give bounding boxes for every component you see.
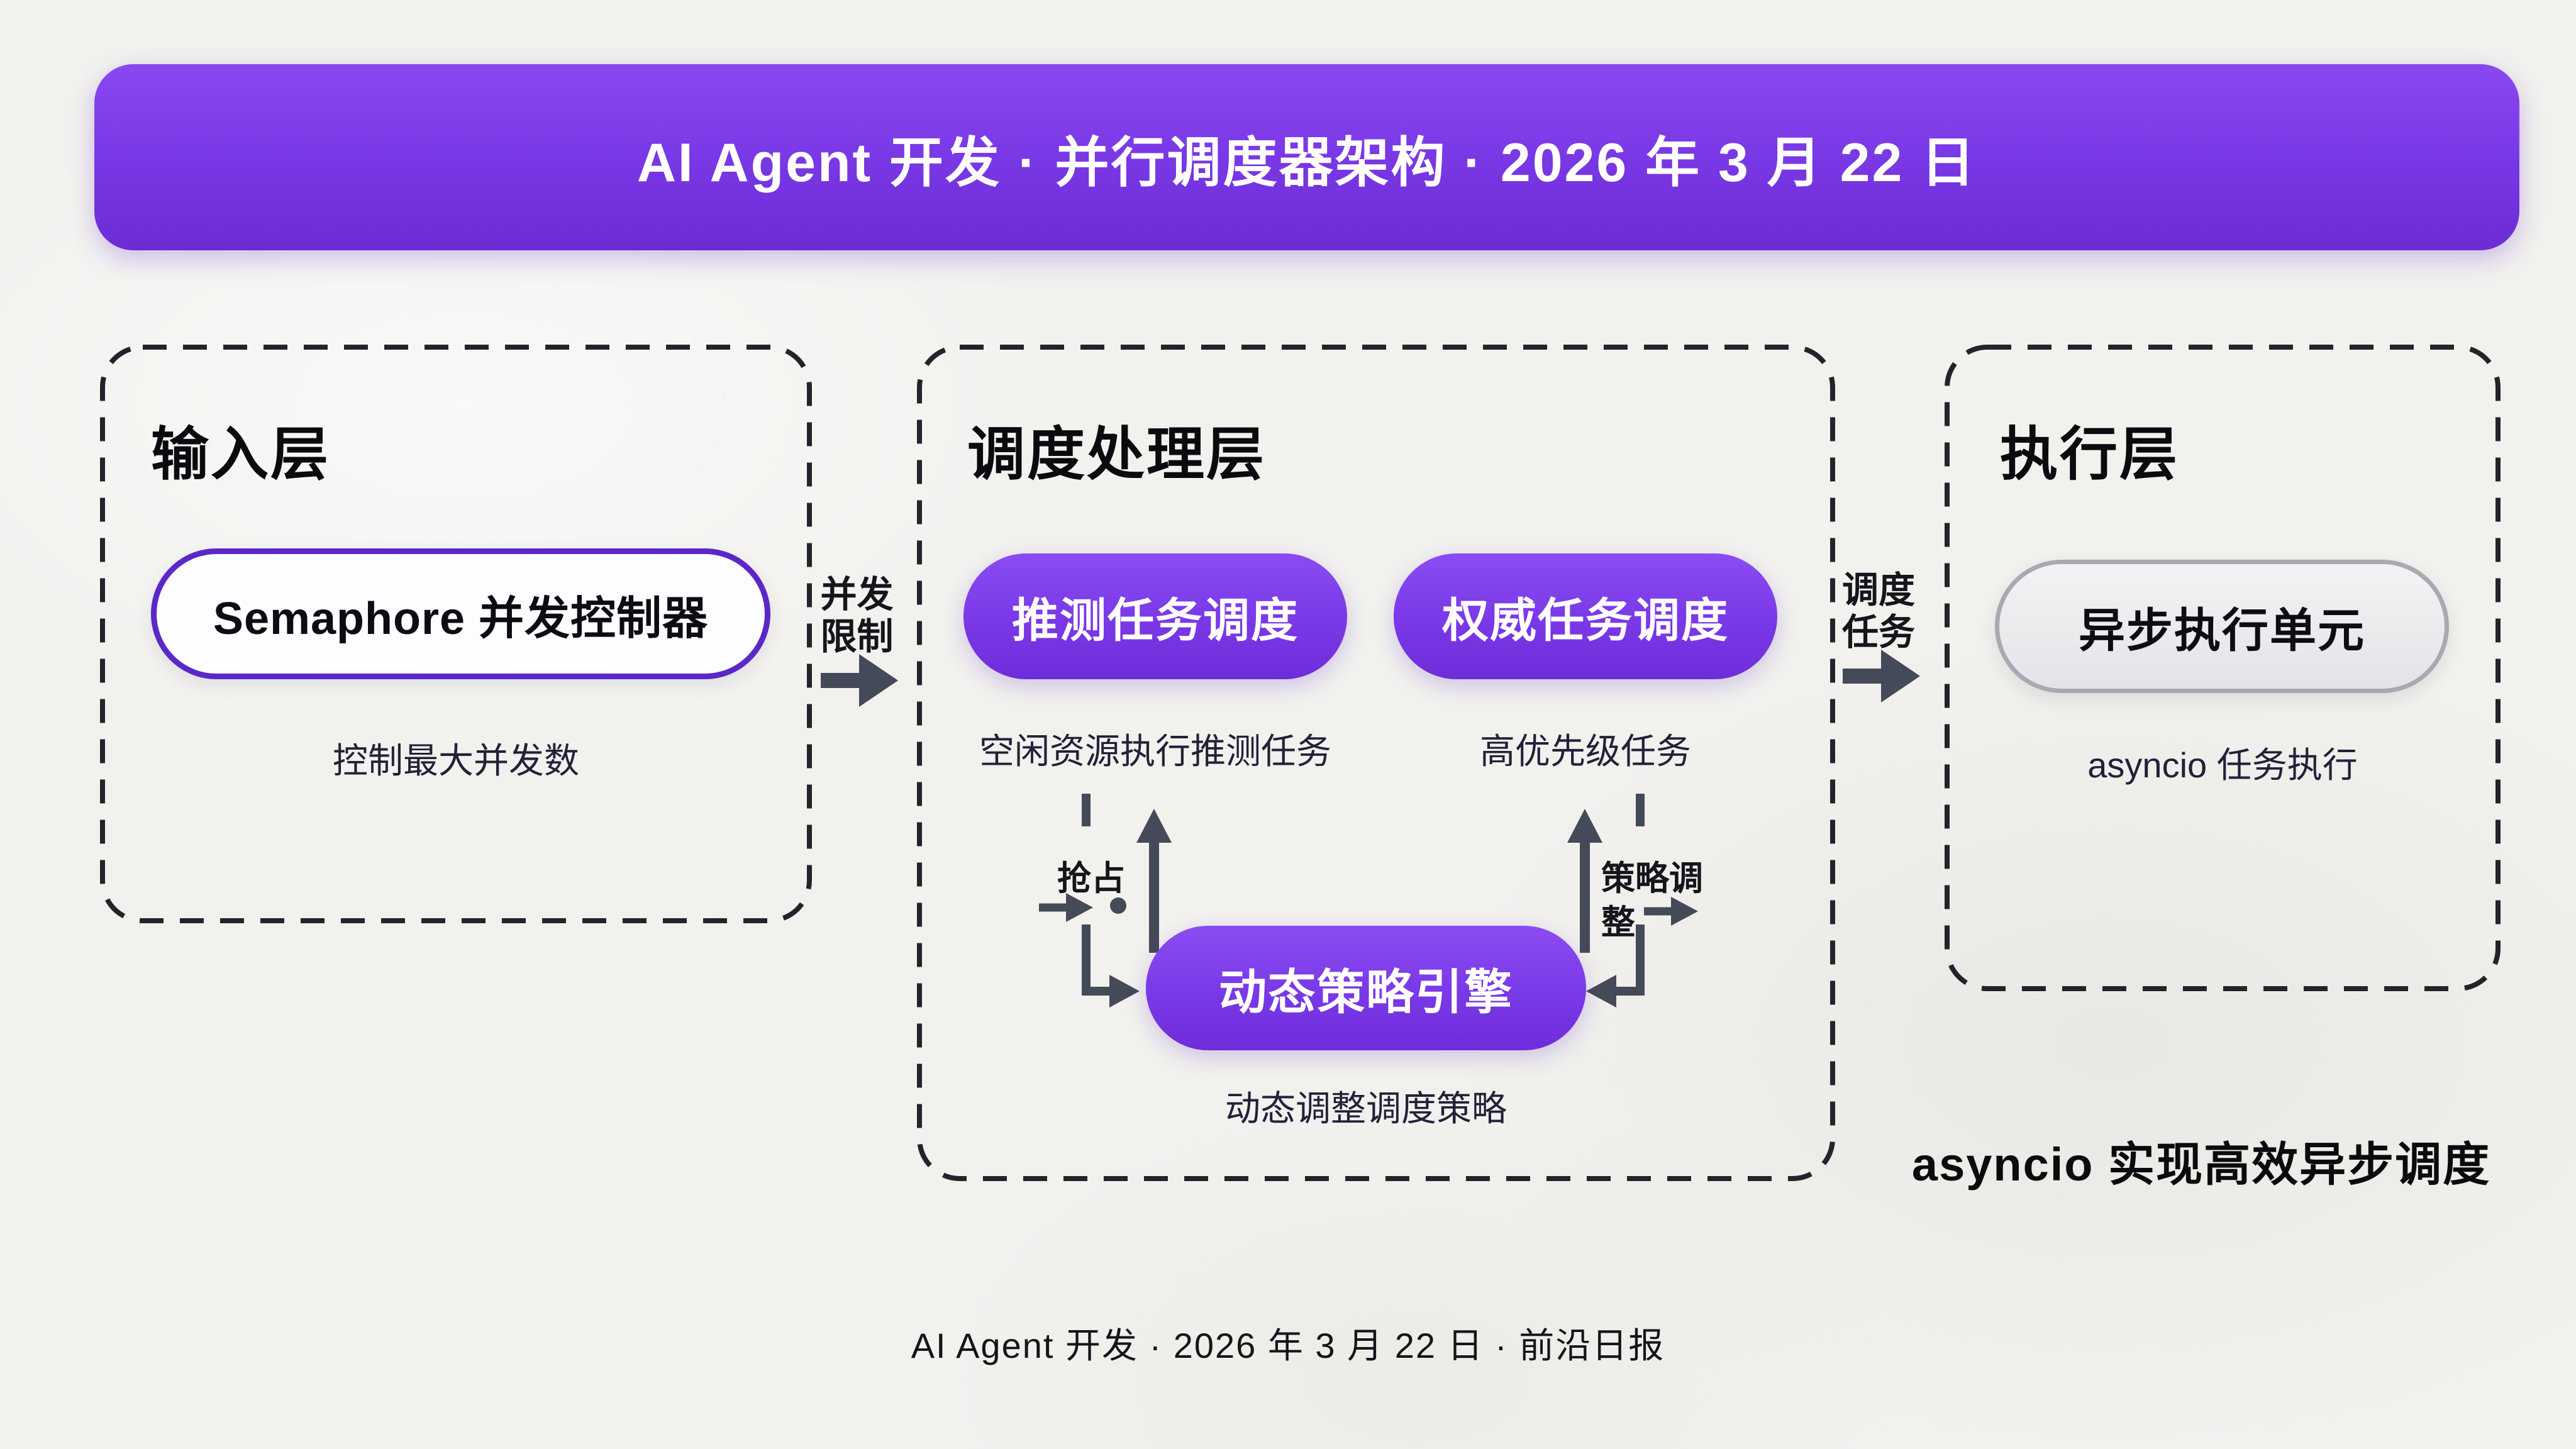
policy-adjust-label-line1: 策略调 bbox=[1601, 860, 1703, 897]
page-title: AI Agent 开发 · 并行调度器架构 · 2026 年 3 月 22 日 bbox=[636, 132, 1977, 193]
preempt-label: 抢占 bbox=[1057, 860, 1125, 897]
execution-layer-caption: asyncio 任务执行 bbox=[2087, 745, 2358, 785]
title-banner: AI Agent 开发 · 并行调度器架构 · 2026 年 3 月 22 日 bbox=[94, 64, 2519, 250]
dynamic-policy-engine-caption: 动态调整调度策略 bbox=[1225, 1089, 1507, 1128]
policy-up-arrow bbox=[1567, 809, 1602, 953]
dispatch-task-label-line2: 任务 bbox=[1841, 612, 1915, 653]
policy-adjust-label-line2: 整 bbox=[1601, 904, 1635, 941]
side-note: asyncio 实现高效异步调度 bbox=[1911, 1138, 2491, 1191]
scheduling-layer-heading: 调度处理层 bbox=[967, 423, 1267, 487]
dispatch-task-arrow bbox=[1843, 650, 1920, 702]
semaphore-controller-node: Semaphore 并发控制器 bbox=[151, 548, 770, 679]
policy-small-arrow bbox=[1644, 897, 1698, 926]
authoritative-scheduling-caption: 高优先级任务 bbox=[1480, 731, 1691, 771]
input-layer-caption: 控制最大并发数 bbox=[333, 741, 579, 780]
dispatch-task-label-line1: 调度 bbox=[1841, 570, 1915, 611]
authoritative-scheduling-node: 权威任务调度 bbox=[1394, 553, 1777, 679]
concurrency-limit-label-line2: 限制 bbox=[820, 616, 894, 658]
async-execution-unit-label: 异步执行单元 bbox=[2079, 604, 2365, 657]
dynamic-policy-engine-node: 动态策略引擎 bbox=[1146, 926, 1586, 1050]
speculative-scheduling-caption: 空闲资源执行推测任务 bbox=[979, 731, 1331, 771]
semaphore-controller-label: Semaphore 并发控制器 bbox=[213, 593, 709, 644]
concurrency-limit-label: 并发 限制 bbox=[811, 574, 902, 658]
speculative-scheduling-label: 推测任务调度 bbox=[1012, 594, 1299, 647]
execution-layer-heading: 执行层 bbox=[2000, 423, 2180, 487]
preempt-elbow-arrow bbox=[1082, 924, 1140, 1008]
async-execution-unit-node: 异步执行单元 bbox=[1995, 560, 2449, 693]
concurrency-limit-label-line1: 并发 bbox=[820, 574, 894, 615]
concurrency-limit-arrow bbox=[821, 654, 898, 707]
dispatch-task-label: 调度 任务 bbox=[1831, 569, 1926, 654]
footer-text: AI Agent 开发 · 2026 年 3 月 22 日 · 前沿日报 bbox=[911, 1326, 1665, 1365]
authoritative-scheduling-label: 权威任务调度 bbox=[1442, 594, 1729, 647]
speculative-scheduling-node: 推测任务调度 bbox=[963, 553, 1347, 679]
input-layer-heading: 输入层 bbox=[151, 423, 331, 487]
dynamic-policy-engine-label: 动态策略引擎 bbox=[1219, 966, 1513, 1019]
